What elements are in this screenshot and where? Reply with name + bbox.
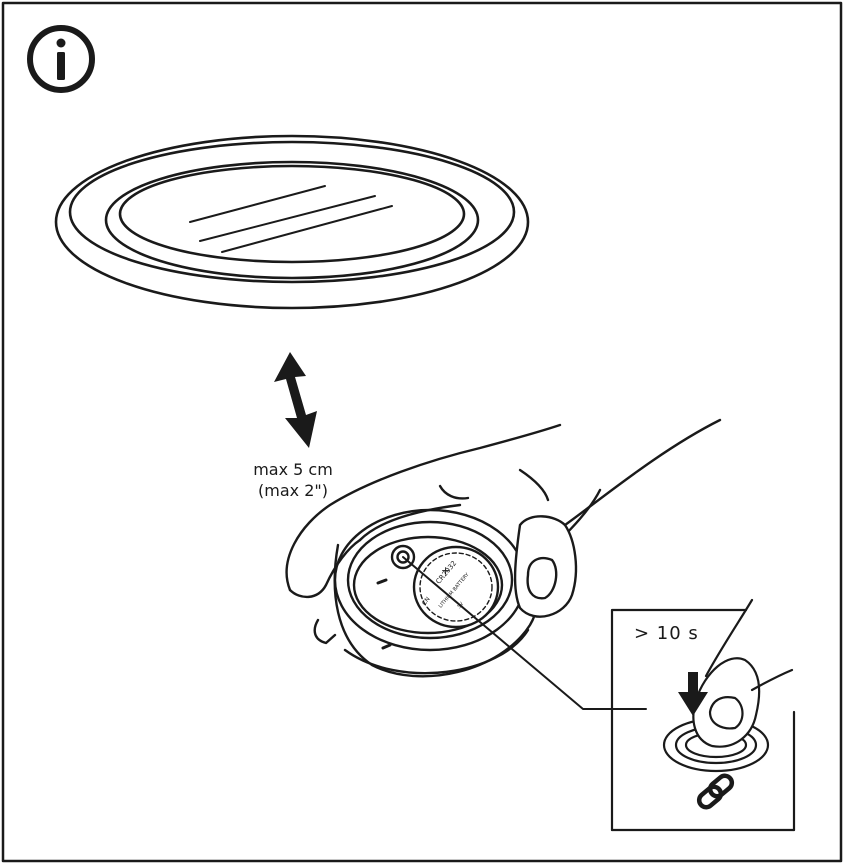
info-icon [27,25,95,93]
ceiling-lamp [54,134,530,310]
distance-label-imperial: (max 2") [258,481,328,500]
battery-voltage: 3V [456,601,465,610]
battery-cn: CN [421,596,432,607]
down-arrow-icon [678,672,708,716]
distance-label: max 5 cm [253,460,333,479]
pair-link-icon [696,773,735,810]
detail-inset [610,598,796,832]
battery-plus: + [441,564,450,577]
battery-coin [412,545,500,629]
hold-duration-label: > 10 s [634,623,699,644]
detail-leader-line [402,556,647,710]
double-arrow-icon [274,352,317,448]
lamp-glass-reflection [189,185,393,253]
